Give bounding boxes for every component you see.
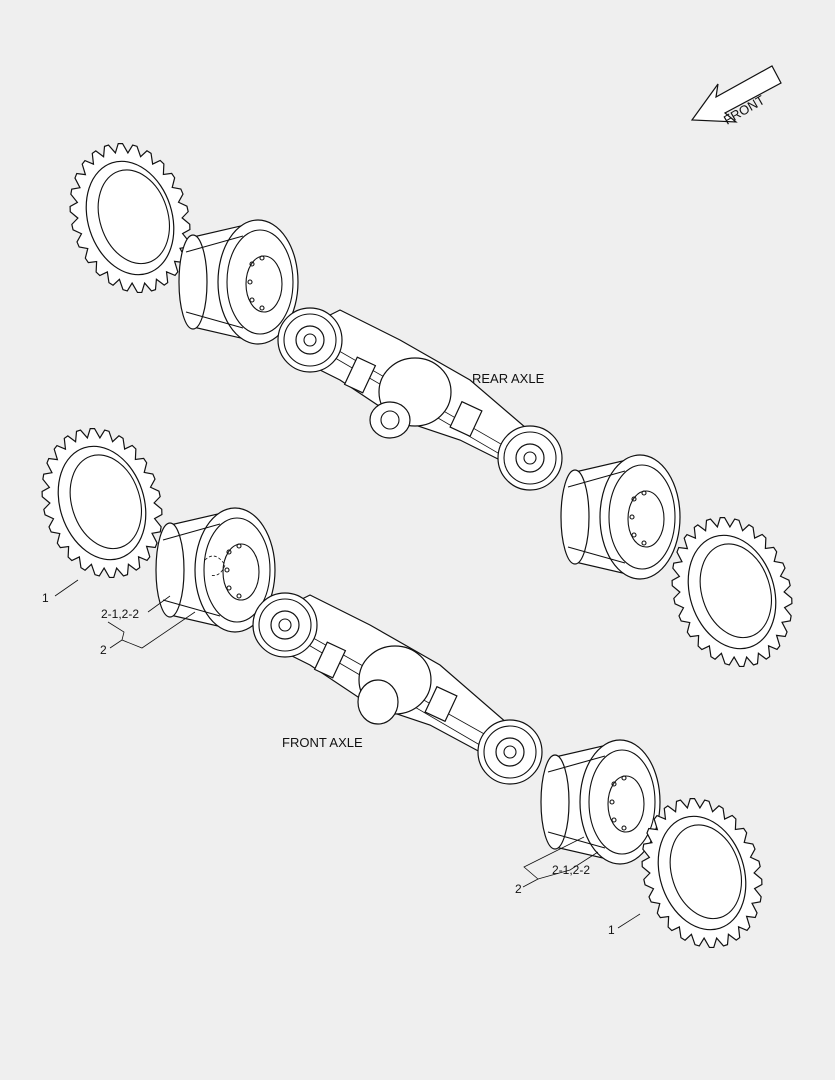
callout-tire-left: 1	[42, 591, 49, 605]
rear-right-rim	[560, 454, 681, 580]
rear-axle-left-hub	[277, 307, 343, 373]
front-left-rim	[155, 507, 276, 633]
callout-rim-right: 2	[515, 882, 522, 896]
callout-rim-left-sub: 2-1,2-2	[101, 607, 139, 621]
front-axle-right-hub	[477, 719, 543, 785]
front-axle-left-hub	[252, 592, 318, 658]
rear-axle-label: REAR AXLE	[472, 371, 545, 386]
callout-tire-right: 1	[608, 923, 615, 937]
rear-axle-right-hub	[497, 425, 563, 491]
callout-lines	[54, 579, 641, 929]
front-direction-arrow-icon: FRONT	[690, 65, 782, 128]
callout-rim-left: 2	[100, 643, 107, 657]
front-axle-housing	[269, 594, 516, 761]
rear-axle-housing	[299, 309, 541, 471]
front-right-rim	[540, 739, 661, 865]
front-axle-label: FRONT AXLE	[282, 735, 363, 750]
rear-left-rim	[178, 219, 299, 345]
callout-rim-right-sub: 2-1,2-2	[552, 863, 590, 877]
